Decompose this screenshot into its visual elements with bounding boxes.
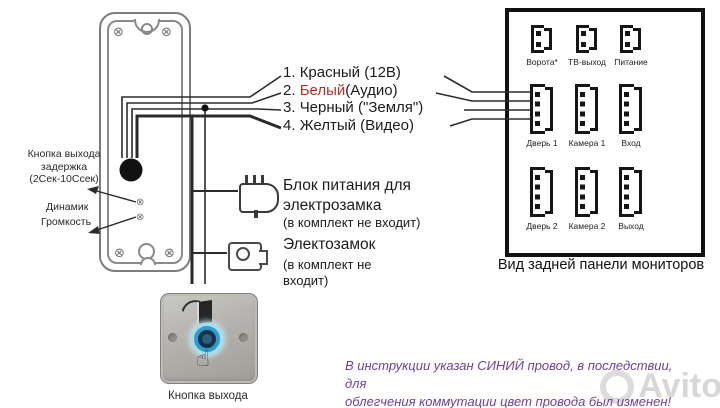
wire-label-3: 3. Черный ("Земля"): [283, 99, 424, 116]
connector-tv-out: [576, 25, 597, 53]
wire-label-4: 4. Желтый (Видео): [283, 116, 414, 134]
exit-button-caption: Кнопка выхода: [168, 390, 248, 402]
connector-label: Вход: [621, 138, 641, 148]
avito-logo-icon: [600, 369, 635, 404]
screw-icon: ⊗: [113, 24, 124, 39]
button-core: [202, 334, 212, 344]
arrowhead: [87, 186, 99, 194]
power-plug-prongs-icon: [245, 175, 267, 184]
connector-label: Выход: [618, 221, 644, 231]
volume-label: Громкость: [41, 216, 92, 228]
connector-camera1: [575, 84, 598, 134]
note-text: В инструкции указан СИНИЙ провод, в посл…: [345, 358, 673, 408]
exit-delay-label: Кнопка выхода задержка (2Сек-10Ссек): [27, 148, 101, 185]
volume-screw-icon: ⊗: [136, 212, 145, 223]
connector-door2: [530, 167, 553, 217]
speaker-screw-icon: ⊗: [136, 197, 145, 208]
power-supply-title: Блок питания для электрозамка: [283, 177, 411, 214]
connector-label: Камера 2: [568, 221, 606, 231]
plate-screw-icon: [168, 333, 177, 342]
wire-label-1: 1. Красный (12В): [283, 64, 401, 81]
lock-latch: [259, 250, 268, 265]
connector-in: [619, 84, 642, 134]
connector-vorota: [531, 25, 552, 53]
connector-label: Камера 1: [568, 138, 606, 148]
bottom-notch: [140, 257, 156, 265]
connector-power: [620, 25, 641, 53]
connector-label: Ворота*: [526, 57, 558, 67]
lock-keyhole: [236, 247, 250, 261]
door-icon: [197, 299, 212, 325]
wire-labels: 1. Красный (12В) 2. Белый(Аудио) 3. Черн…: [283, 64, 483, 134]
connector-out: [619, 167, 642, 217]
hand-press-icon: ☝: [196, 346, 211, 372]
plate-screw-icon: [239, 333, 248, 342]
screw-icon: ⊗: [161, 24, 172, 39]
lock-note: (в комплект не входит): [283, 257, 372, 288]
junction-dot: [201, 104, 209, 112]
connector-door1: [530, 84, 553, 134]
power-supply-note: (в комплект не входит): [283, 215, 421, 230]
speaker-label: Динамик: [46, 201, 89, 213]
mount-hole: [141, 23, 153, 35]
power-supply-icon: [239, 183, 279, 213]
screw-icon: ⊗: [164, 245, 175, 260]
monitors-caption: Вид задней панели мониторов: [497, 257, 705, 273]
avito-watermark: Avito: [600, 367, 720, 406]
screw-icon: ⊗: [114, 245, 125, 260]
connector-camera2: [575, 167, 598, 217]
door-station-faceplate: [107, 20, 183, 264]
lock-title: Электозамок: [283, 236, 376, 253]
connector-label: Питание: [614, 57, 648, 67]
connector-label: ТВ-выход: [568, 57, 606, 67]
connector-label: Дверь 2: [526, 221, 558, 231]
power-plug-pin: [254, 210, 258, 218]
wire-label-2: 2. Белый(Аудио): [283, 81, 398, 99]
connector-label: Дверь 1: [526, 138, 558, 148]
